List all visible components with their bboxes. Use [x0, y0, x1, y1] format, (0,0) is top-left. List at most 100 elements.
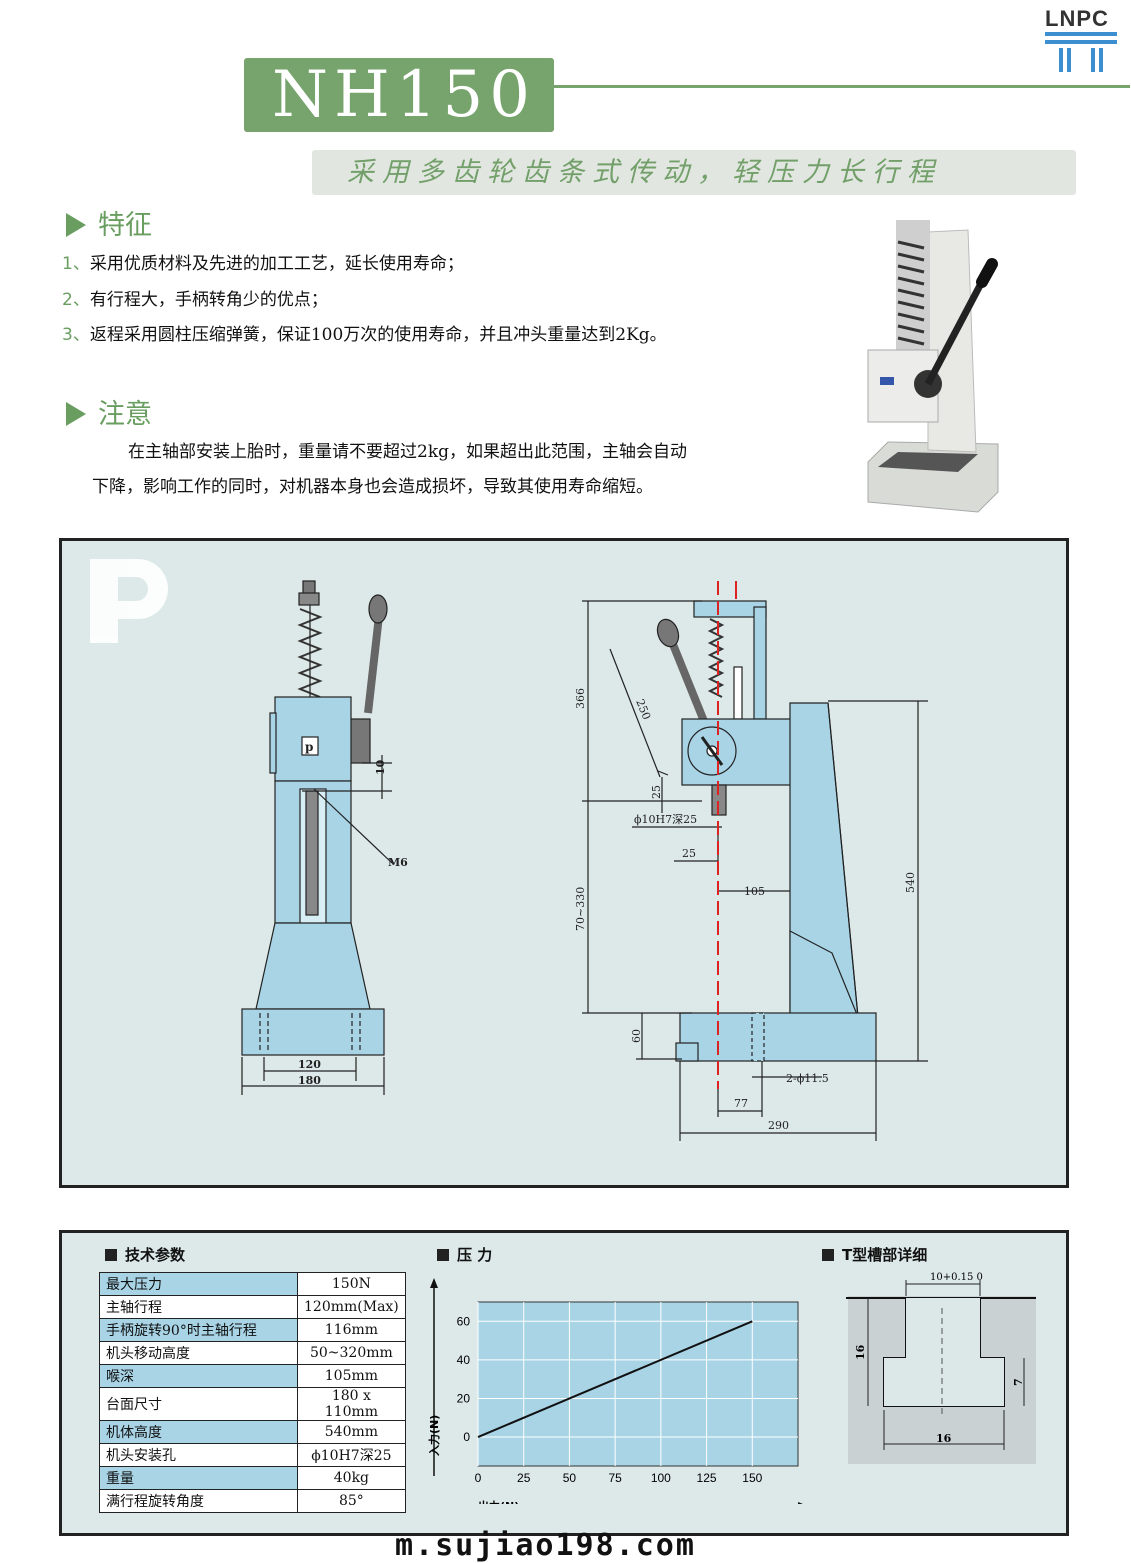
notice-title: 注意: [98, 399, 152, 430]
spec-value: 40kg: [297, 1466, 406, 1490]
spec-key: 手柄旋转90°时主轴行程: [99, 1318, 298, 1342]
spec-key: 重量: [99, 1466, 298, 1490]
x-tick-label: 75: [608, 1471, 622, 1485]
svg-text:p: p: [305, 740, 313, 754]
model-name: NH150: [272, 58, 536, 132]
triangle-bullet-icon: [66, 213, 86, 237]
y-axis-arrow-icon: [430, 1278, 438, 1288]
y-tick-label: 40: [457, 1353, 471, 1367]
specs-heading: 技术参数: [105, 1244, 185, 1265]
tagline: 采用多齿轮齿条式传动，轻压力长行程: [347, 157, 942, 188]
spec-key: 主轴行程: [99, 1295, 298, 1319]
dim-70-330: 70~330: [574, 887, 587, 931]
y-tick-label: 60: [457, 1314, 471, 1328]
dim-250: 250: [633, 697, 653, 721]
square-bullet-icon: [105, 1249, 117, 1261]
spec-value: 180 x 110mm: [297, 1387, 406, 1421]
technical-drawing: p M6 10 120 180: [90, 559, 928, 1141]
brand-logo-text: LNPC: [1045, 6, 1109, 31]
dim-180: 180: [298, 1074, 321, 1087]
dim-77: 77: [734, 1097, 748, 1110]
spec-value: 120mm(Max): [297, 1295, 406, 1319]
notice-heading: 注意: [66, 392, 152, 431]
dim-bore: ϕ10H7深25: [634, 813, 697, 826]
tslot-head-height: 7: [1012, 1378, 1025, 1386]
spec-value: 105mm: [297, 1364, 406, 1388]
dim-25b: 25: [682, 847, 696, 860]
x-tick-label: 25: [517, 1471, 531, 1485]
product-photo: [867, 220, 999, 513]
tslot-diagram: 10+0.15 0 16 7 16: [846, 1272, 1036, 1464]
model-banner: [244, 58, 554, 132]
drawing-panel: [59, 538, 1069, 1188]
spec-value: 50~320mm: [297, 1341, 406, 1365]
spec-value: 116mm: [297, 1318, 406, 1342]
dim-holes: 2-ϕ11.5: [786, 1072, 829, 1085]
footer-url[interactable]: m.sujiao198.com: [395, 1528, 696, 1563]
x-tick-label: 125: [697, 1471, 717, 1485]
dim-105: 105: [744, 885, 765, 898]
features-heading: 特征: [66, 203, 152, 242]
dim-60: 60: [630, 1029, 643, 1043]
watermark-logo-icon: [90, 559, 168, 643]
square-bullet-icon: [822, 1249, 834, 1261]
side-view: [582, 600, 928, 1141]
feature-item-3: 3、返程采用圆柱压缩弹簧，保证100万次的使用寿命，并且冲头重量达到2Kg。: [62, 325, 667, 345]
y-tick-label: 20: [457, 1391, 471, 1405]
spec-key: 满行程旋转角度: [99, 1489, 298, 1513]
tagline-banner: [312, 150, 1076, 195]
tslot-heading: T型槽部详细: [822, 1244, 927, 1265]
spec-value: 540mm: [297, 1420, 406, 1444]
series-line: [477, 1320, 753, 1438]
brand-logo-icon: [1045, 32, 1117, 72]
features-title: 特征: [98, 210, 152, 241]
feature-item-2: 2、有行程大，手柄转角少的优点；: [62, 290, 328, 310]
spec-value: 85°: [297, 1489, 406, 1513]
feature-item-1: 1、采用优质材料及先进的加工工艺，延长使用寿命；: [62, 254, 464, 274]
x-axis-arrow-icon: [798, 1502, 803, 1504]
dim-540: 540: [904, 872, 917, 893]
spec-key: 机体高度: [99, 1420, 298, 1444]
x-axis-label: 出力(N): [478, 1499, 519, 1504]
x-tick-label: 50: [563, 1471, 577, 1485]
spec-key: 机头安装孔: [99, 1443, 298, 1467]
spec-key: 机头移动高度: [99, 1341, 298, 1365]
y-tick-label: 0: [463, 1430, 470, 1444]
x-tick-label: 100: [651, 1471, 671, 1485]
spec-key: 台面尺寸: [99, 1387, 298, 1421]
spec-key: 最大压力: [99, 1272, 298, 1296]
model-rule: [554, 85, 1130, 88]
dim-10: 10: [374, 759, 387, 775]
plot-area: [477, 1301, 799, 1467]
dim-290: 290: [768, 1119, 789, 1132]
notice-line-1: 在主轴部安装上胎时，重量请不要超过2kg，如果超出此范围，主轴会自动: [128, 442, 687, 462]
front-view: p: [241, 580, 393, 1095]
spec-value: 150N: [297, 1272, 406, 1296]
dim-m6: M6: [388, 856, 408, 869]
tslot-depth: 16: [854, 1344, 867, 1360]
x-tick-label: 0: [475, 1471, 482, 1485]
notice-line-2: 下降，影响工作的同时，对机器本身也会造成损坏，导致其使用寿命缩短。: [92, 477, 653, 497]
tslot-head-width: 16: [936, 1432, 952, 1445]
dim-366: 366: [574, 688, 587, 709]
y-axis-label: 入力(N): [427, 1415, 441, 1456]
spec-key: 喉深: [99, 1364, 298, 1388]
force-chart: 0 25 50 75 100 125 150 0 20 40 60 出力(N) 入力(N): [427, 1278, 803, 1504]
x-tick-label: 150: [742, 1471, 762, 1485]
triangle-bullet-icon: [66, 402, 86, 426]
dim-120: 120: [298, 1058, 321, 1071]
tslot-width: 10+0.15 0: [930, 1272, 983, 1283]
square-bullet-icon: [437, 1249, 449, 1261]
dim-25a: 25: [650, 785, 663, 799]
